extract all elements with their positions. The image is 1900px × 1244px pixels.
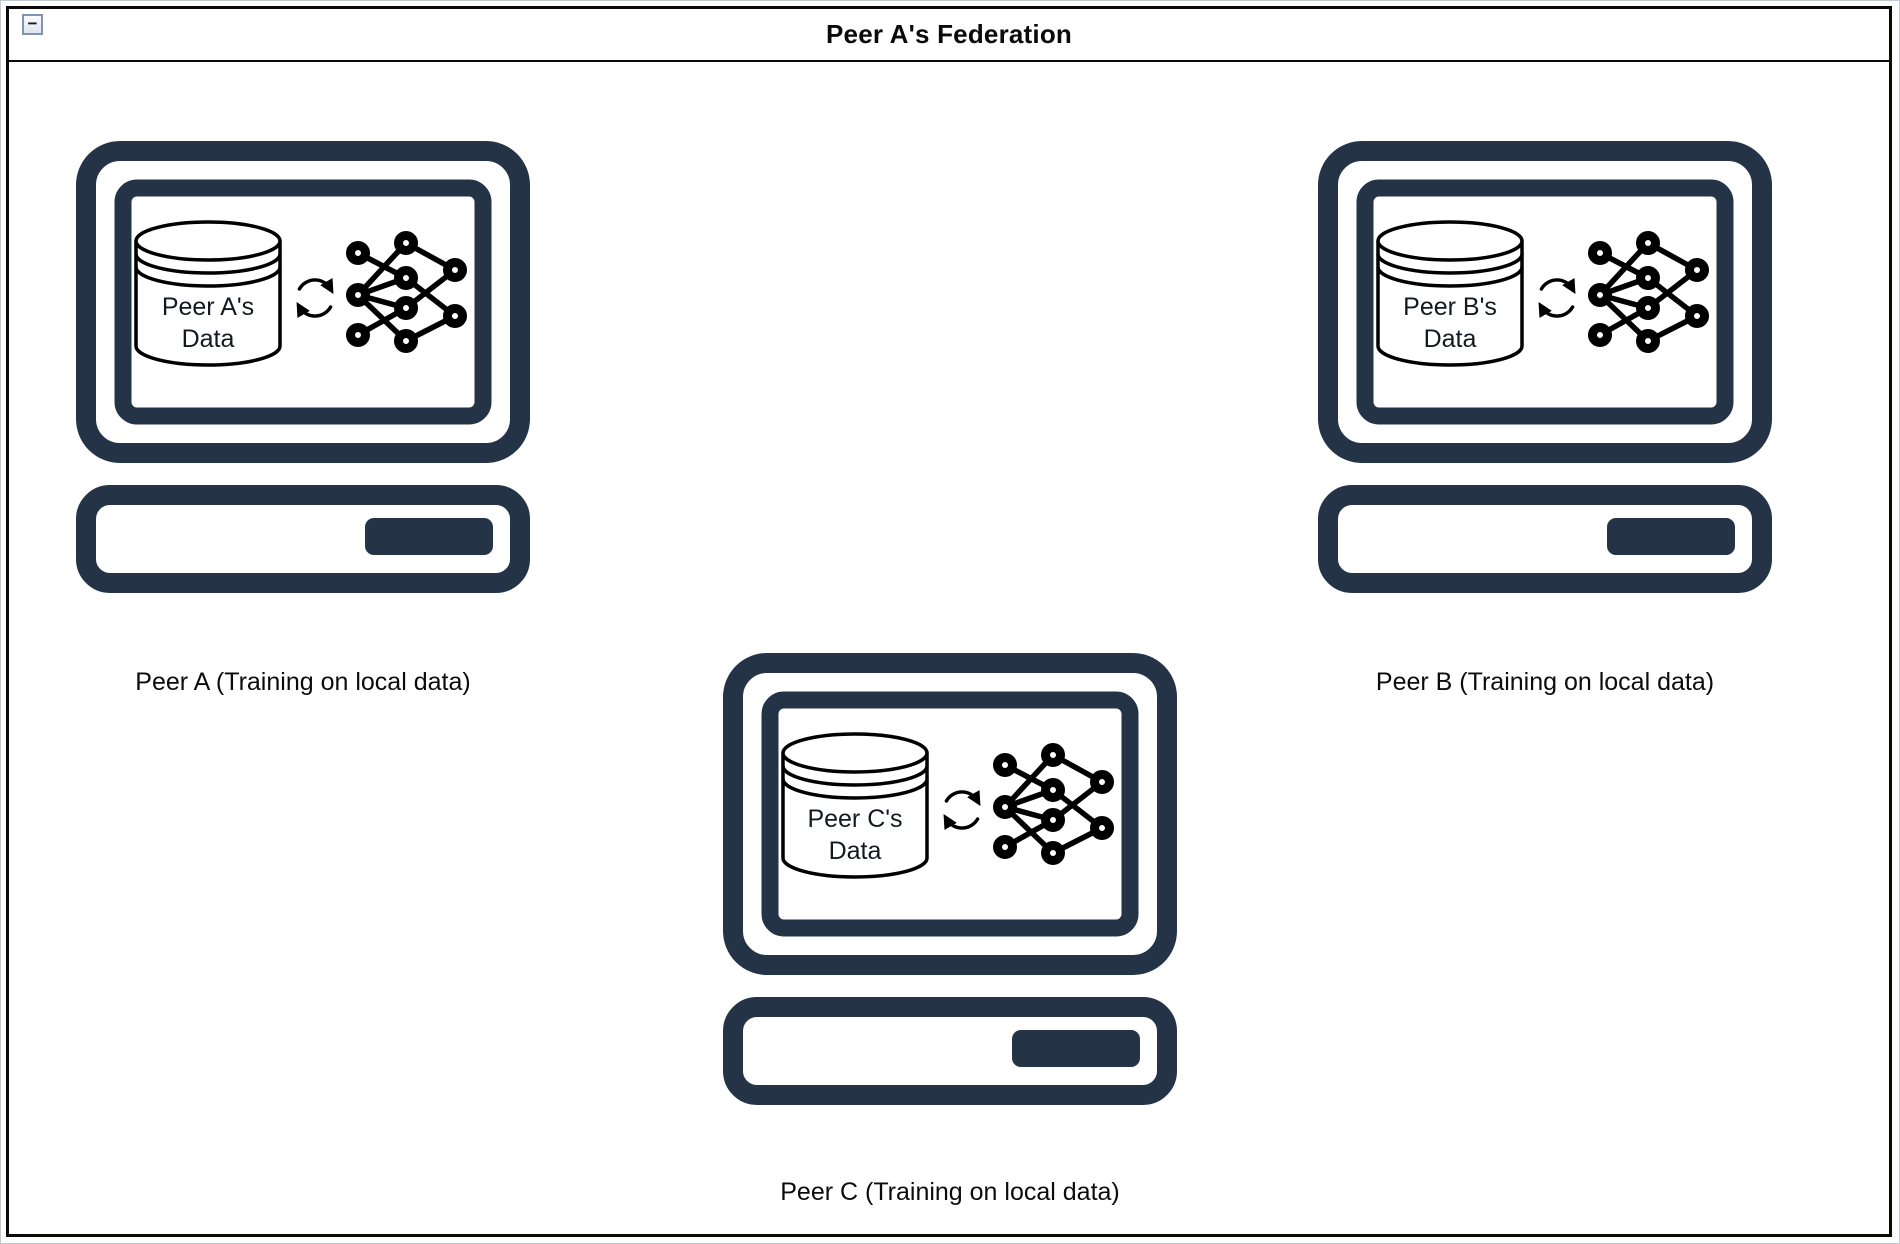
neural-network-icon xyxy=(1588,231,1709,353)
sync-icon xyxy=(943,790,981,830)
database-label-line1: Peer C's xyxy=(807,805,902,833)
database-label-line1: Peer B's xyxy=(1403,293,1497,321)
computer-icon-peer-a: Peer A's Data xyxy=(76,141,530,593)
computer-icon-peer-b: Peer B's Data xyxy=(1318,141,1772,593)
computer-base xyxy=(1318,485,1772,593)
diagram-frame: Peer A's Federation xyxy=(6,6,1892,1237)
computer-base xyxy=(76,485,530,593)
neural-network-icon xyxy=(346,231,467,353)
sync-icon xyxy=(296,278,334,318)
title-bar: Peer A's Federation xyxy=(9,9,1889,62)
database-label-line2: Data xyxy=(1424,325,1477,353)
caption-peer-c: Peer C (Training on local data) xyxy=(780,1178,1120,1206)
page-title: Peer A's Federation xyxy=(826,19,1072,49)
database-label-line2: Data xyxy=(182,325,235,353)
drive-slot xyxy=(1012,1030,1140,1067)
database-label-line2: Data xyxy=(829,837,882,865)
minus-icon: − xyxy=(27,14,38,33)
drive-slot xyxy=(1607,518,1735,555)
caption-peer-b: Peer B (Training on local data) xyxy=(1375,668,1715,696)
computer-base xyxy=(723,997,1177,1105)
database-icon: Peer C's Data xyxy=(781,732,929,879)
database-label-line1: Peer A's xyxy=(162,293,254,321)
drive-slot xyxy=(365,518,493,555)
caption-peer-a: Peer A (Training on local data) xyxy=(135,668,471,696)
database-icon: Peer A's Data xyxy=(134,220,282,367)
database-icon: Peer B's Data xyxy=(1376,220,1524,367)
sync-icon xyxy=(1538,278,1576,318)
neural-network-icon xyxy=(993,743,1114,865)
collapse-button[interactable]: − xyxy=(22,14,43,35)
computer-icon-peer-c: Peer C's Data xyxy=(723,653,1177,1105)
